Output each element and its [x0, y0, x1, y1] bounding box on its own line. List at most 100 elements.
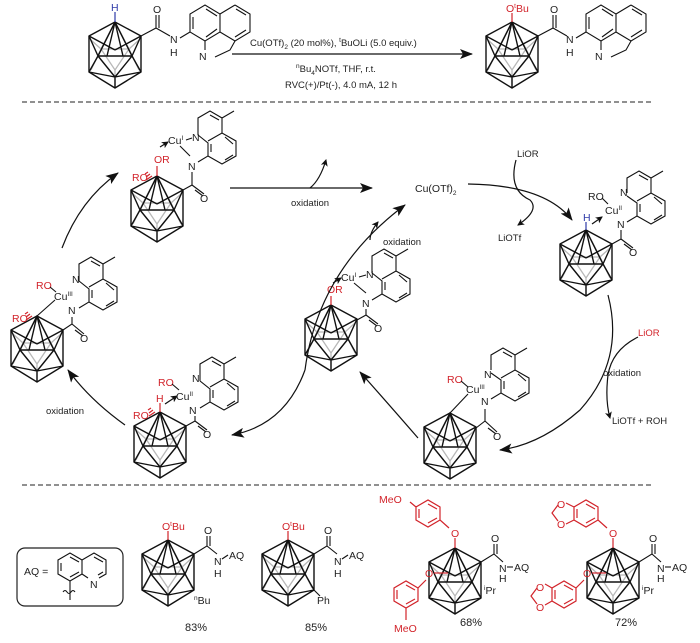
- cu-label: CuI: [341, 272, 356, 284]
- aryloxy-o-top: O: [451, 528, 459, 540]
- amide-hydrogen: H: [566, 47, 574, 59]
- nbu-label: nBu: [194, 595, 211, 607]
- aq-label: AQ: [229, 550, 244, 562]
- carborane-cage: [559, 229, 613, 297]
- hydrogen-label: H: [156, 393, 164, 405]
- quinoline-pyridine-bonds: [600, 40, 632, 58]
- hashed-bond: [147, 407, 156, 417]
- amide-bonds: [185, 416, 208, 433]
- hydrogen-label: H: [583, 212, 591, 224]
- quinoline-ring: [189, 4, 251, 42]
- amide-oxygen: O: [629, 247, 637, 259]
- carborane-cage: [428, 547, 482, 615]
- amide-bonds: [356, 309, 379, 327]
- n-aryl-bond: [575, 31, 587, 39]
- arrow-d-to-cuotf2: [304, 204, 406, 371]
- amide-hydrogen: H: [657, 573, 665, 585]
- amide-oxygen: O: [80, 333, 88, 345]
- ro-label-cu: RO: [36, 280, 52, 292]
- arrow-to-cu-I-alkoxy: [359, 371, 419, 439]
- cu-label: CuIII: [466, 384, 485, 396]
- amide-bonds: [193, 536, 218, 555]
- ro-on-cu-label: RO: [158, 377, 174, 389]
- conditions-line-1: Cu(OTf)2 (20 mol%), tBuOLi (5.0 equiv.): [250, 37, 417, 51]
- conditions-line-3: RVC(+)/Pt(-), 4.0 mA, 12 h: [285, 80, 397, 91]
- arrow-d-to-e: [231, 369, 306, 438]
- quinoline-ring: [626, 170, 666, 225]
- amide-nitrogen: N: [334, 556, 342, 568]
- oxidation-label-right: oxidation: [603, 368, 641, 379]
- arrow-e-to-f: [67, 369, 126, 426]
- ro-label: RO: [447, 374, 463, 386]
- amide-oxygen: O: [200, 193, 208, 205]
- species-cu-II-dialkoxy-ch: H RO RO CuII N N O: [133, 356, 239, 479]
- aryloxy-o-lower: O: [425, 568, 433, 580]
- c-ph-bond: [313, 589, 321, 597]
- arrow-oxidation-branch-mid: [369, 221, 379, 241]
- cu-o-bond: [49, 286, 57, 293]
- amide-nitrogen: N: [499, 563, 507, 575]
- carborane-cage: [304, 304, 358, 372]
- amide-nitrogen: N: [170, 34, 178, 46]
- species-cu-II-ch: H RO CuII N N O: [559, 170, 666, 297]
- ipr-label: iPr: [484, 585, 496, 597]
- yield-label: 85%: [305, 622, 327, 634]
- arrow-to-cu-II-complex: [467, 183, 573, 221]
- amide-hydrogen: H: [214, 568, 222, 580]
- ro-label: RO: [133, 410, 149, 422]
- liotf-roh-label: LiOTf + ROH: [612, 416, 667, 427]
- carborane-cage: [586, 547, 640, 615]
- cu-o-bond: [460, 380, 469, 388]
- amide-nitrogen: N: [657, 563, 665, 575]
- quinoline-pyridine-bonds: [204, 40, 236, 58]
- quinoline-ring: [585, 4, 647, 42]
- meo-label-lower: MeO: [394, 623, 417, 635]
- cu-label: CuI: [168, 135, 183, 147]
- ph-label: Ph: [317, 595, 330, 607]
- species-cu-I-alkoxy: OR CuI N N O: [304, 248, 411, 372]
- dioxole-o-3: O: [536, 582, 544, 594]
- quinoline-ring: [490, 347, 530, 402]
- n-amide: N: [68, 305, 76, 317]
- n-amide: N: [481, 396, 489, 408]
- aryloxy-o-top: O: [609, 528, 617, 540]
- amide-oxygen: O: [324, 525, 332, 537]
- n-quin: N: [72, 274, 80, 286]
- ro-label: RO: [588, 191, 604, 203]
- amide-bonds: [537, 15, 568, 37]
- yield-label: 72%: [615, 617, 637, 629]
- n-aq-bond: [341, 554, 349, 560]
- amide-oxygen: O: [203, 429, 211, 441]
- oxidation-label-left: oxidation: [46, 406, 84, 417]
- dioxole-o-1: O: [557, 499, 565, 511]
- cu-label: CuII: [176, 391, 193, 403]
- amide-oxygen: O: [649, 533, 657, 545]
- n-quin: N: [192, 373, 200, 385]
- amide-bonds: [475, 409, 498, 435]
- amide-bonds: [480, 544, 504, 563]
- arrow-f-to-a: [61, 172, 119, 249]
- aq-label: AQ: [672, 562, 687, 574]
- n-amide: N: [188, 161, 196, 173]
- amide-oxygen: O: [204, 525, 212, 537]
- cu-label: CuIII: [54, 291, 73, 303]
- scope-compound-3: O MeO O MeO O N H AQ iPr 68%: [379, 494, 529, 635]
- agostic-arrow: [164, 395, 178, 405]
- aq-equals-label: AQ =: [24, 566, 48, 578]
- benzodioxole-ring-lower: [530, 579, 585, 609]
- amide-oxygen: O: [491, 533, 499, 545]
- amide-oxygen: O: [374, 323, 382, 335]
- amide-bonds: [140, 15, 171, 37]
- hydrogen-label: H: [111, 2, 119, 14]
- otbu-label: OtBu: [506, 3, 529, 15]
- n-amide: N: [617, 219, 625, 231]
- carborane-cage: [261, 539, 315, 607]
- species-cu-III-dialkoxy: RO RO CuIII N N O: [10, 256, 118, 383]
- coordination-arrow: [159, 141, 169, 149]
- species-cu-III-ro: RO CuIII N N O: [423, 347, 530, 480]
- hashed-bond: [24, 311, 33, 321]
- amide-bonds: [313, 536, 338, 555]
- species-cu-I-dialkoxy: OR RO CuI N N O: [130, 110, 237, 243]
- amide-oxygen: O: [550, 4, 558, 16]
